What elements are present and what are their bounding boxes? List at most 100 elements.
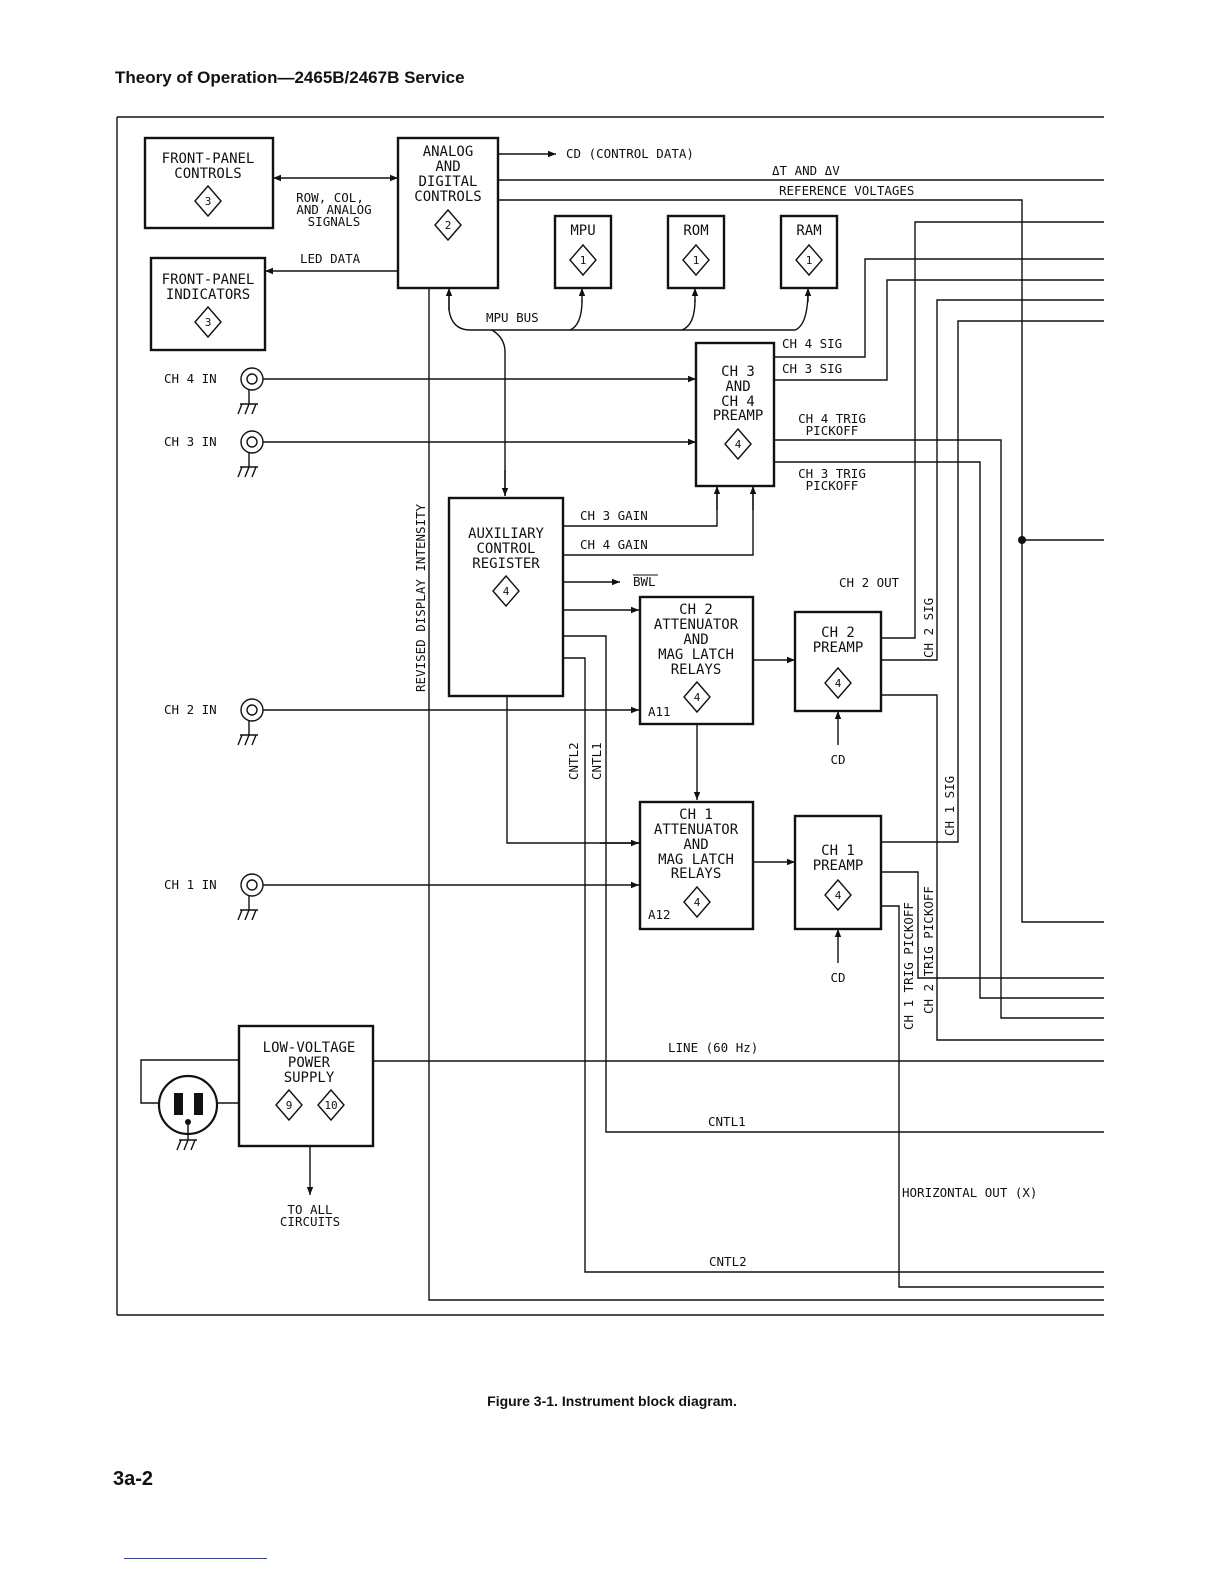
svg-text:3: 3 [205,195,212,208]
block-front-panel-controls: FRONT-PANEL CONTROLS 3 [143,136,275,230]
svg-text:4: 4 [835,677,842,690]
label-to-all-circuits: TO ALL [287,1202,332,1217]
svg-text:CONTROLS: CONTROLS [174,166,241,182]
label-cntl2-vertical: CNTL2 [566,742,581,780]
label-mpu-bus: MPU BUS [486,310,539,325]
block-front-panel-indicators: FRONT-PANEL INDICATORS 3 [149,256,267,352]
label-row-col: ROW, COL, [296,190,364,205]
block-analog-digital-controls: ANALOG AND DIGITAL CONTROLS 2 [396,136,500,290]
figure-caption: Figure 3-1. Instrument block diagram. [487,1393,737,1409]
block-ram: RAM 1 [779,214,839,290]
label-ch2-trig-pickoff: CH 2 TRIG PICKOFF [921,886,936,1014]
svg-text:CH 4: CH 4 [721,394,755,410]
svg-text:LOW-VOLTAGE: LOW-VOLTAGE [263,1040,356,1056]
svg-text:CH 3: CH 3 [721,364,755,380]
svg-text:4: 4 [694,896,701,909]
svg-text:SIGNALS: SIGNALS [308,214,361,229]
svg-text:MPU: MPU [570,223,595,239]
svg-text:AND: AND [683,837,708,853]
signal-labels: CD (CONTROL DATA) ROW, COL, AND ANALOG S… [164,146,1037,1269]
label-cd-ch2: CD [830,752,845,767]
label-ch1-trig-pickoff: CH 1 TRIG PICKOFF [901,902,916,1030]
svg-text:1: 1 [580,254,587,267]
label-ch3-sig: CH 3 SIG [782,361,842,376]
svg-text:PICKOFF: PICKOFF [806,478,859,493]
svg-text:FRONT-PANEL: FRONT-PANEL [162,272,255,288]
svg-text:PICKOFF: PICKOFF [806,423,859,438]
svg-text:2: 2 [445,219,452,232]
svg-text:3: 3 [205,316,212,329]
block-auxiliary-control-register: AUXILIARY CONTROL REGISTER 4 [447,496,565,698]
svg-text:SUPPLY: SUPPLY [284,1070,335,1086]
svg-text:CH 1: CH 1 [821,843,855,859]
svg-text:ATTENUATOR: ATTENUATOR [654,617,739,633]
page-header: Theory of Operation—2465B/2467B Service [115,68,465,87]
svg-text:CONTROLS: CONTROLS [414,189,481,205]
svg-text:REGISTER: REGISTER [472,556,540,572]
label-cd-control-data: CD (CONTROL DATA) [566,146,694,161]
ac-power-plug-icon [157,1074,219,1151]
svg-text:AND: AND [683,632,708,648]
wires [140,150,1104,1301]
footer-rule [124,1558,267,1559]
label-ch1-in: CH 1 IN [164,877,217,892]
svg-text:CH 2: CH 2 [679,602,713,618]
label-revised-display-intensity: REVISED DISPLAY INTENSITY [413,503,428,692]
svg-text:AND ANALOG: AND ANALOG [296,202,371,217]
block-ch1-attenuator: CH 1 ATTENUATOR AND MAG LATCH RELAYS 4 A… [638,800,755,931]
label-ch4-sig: CH 4 SIG [782,336,842,351]
block-rom: ROM 1 [666,214,726,290]
label-ch4-in: CH 4 IN [164,371,217,386]
block-ch3-ch4-preamp: CH 3 AND CH 4 PREAMP 4 [694,341,776,488]
svg-text:CH 1: CH 1 [679,807,713,823]
svg-text:MAG LATCH: MAG LATCH [658,647,734,663]
svg-text:9: 9 [286,1099,293,1112]
svg-text:POWER: POWER [288,1055,331,1071]
label-cntl1-vertical: CNTL1 [589,742,604,780]
block-mpu: MPU 1 [553,214,613,290]
bnc-connector-ch1 [237,873,264,921]
svg-text:1: 1 [693,254,700,267]
svg-text:CH 2: CH 2 [821,625,855,641]
svg-text:ATTENUATOR: ATTENUATOR [654,822,739,838]
block-low-voltage-power-supply: LOW-VOLTAGE POWER SUPPLY 9 10 [237,1024,375,1148]
svg-text:4: 4 [835,889,842,902]
svg-text:PREAMP: PREAMP [713,408,764,424]
page-number: 3a-2 [113,1468,154,1490]
svg-text:DIGITAL: DIGITAL [418,174,477,190]
svg-text:RAM: RAM [796,223,821,239]
label-ch3-gain: CH 3 GAIN [580,508,648,523]
diagram-frame [116,116,1104,1316]
label-ch2-in: CH 2 IN [164,702,217,717]
svg-text:FRONT-PANEL: FRONT-PANEL [162,151,255,167]
label-horizontal-out: HORIZONTAL OUT (X) [902,1185,1037,1200]
svg-text:CONTROL: CONTROL [476,541,535,557]
svg-text:A12: A12 [648,907,671,922]
svg-text:4: 4 [503,585,510,598]
svg-text:RELAYS: RELAYS [671,866,722,882]
svg-text:MAG LATCH: MAG LATCH [658,852,734,868]
label-cd-ch1: CD [830,970,845,985]
svg-text:4: 4 [694,691,701,704]
bnc-connector-ch2 [237,698,264,746]
label-reference-voltages: REFERENCE VOLTAGES [779,183,914,198]
svg-text:10: 10 [324,1099,337,1112]
label-ch1-sig: CH 1 SIG [942,776,957,836]
label-ch3-trig-pickoff: CH 3 TRIG [798,466,866,481]
svg-text:AUXILIARY: AUXILIARY [468,526,544,542]
label-ch4-trig-pickoff: CH 4 TRIG [798,411,866,426]
svg-text:4: 4 [735,438,742,451]
label-ch3-in: CH 3 IN [164,434,217,449]
label-cntl1: CNTL1 [708,1114,746,1129]
svg-text:PREAMP: PREAMP [813,640,864,656]
svg-text:PREAMP: PREAMP [813,858,864,874]
svg-text:A11: A11 [648,704,671,719]
svg-text:ANALOG: ANALOG [423,144,474,160]
label-ch2-out: CH 2 OUT [839,575,900,590]
bnc-connector-ch4 [237,367,264,415]
svg-text:1: 1 [806,254,813,267]
label-ch4-gain: CH 4 GAIN [580,537,648,552]
label-delta-t-delta-v: ΔT AND ΔV [772,163,840,178]
block-ch2-preamp: CH 2 PREAMP 4 [793,610,883,713]
label-ch2-sig: CH 2 SIG [921,598,936,658]
